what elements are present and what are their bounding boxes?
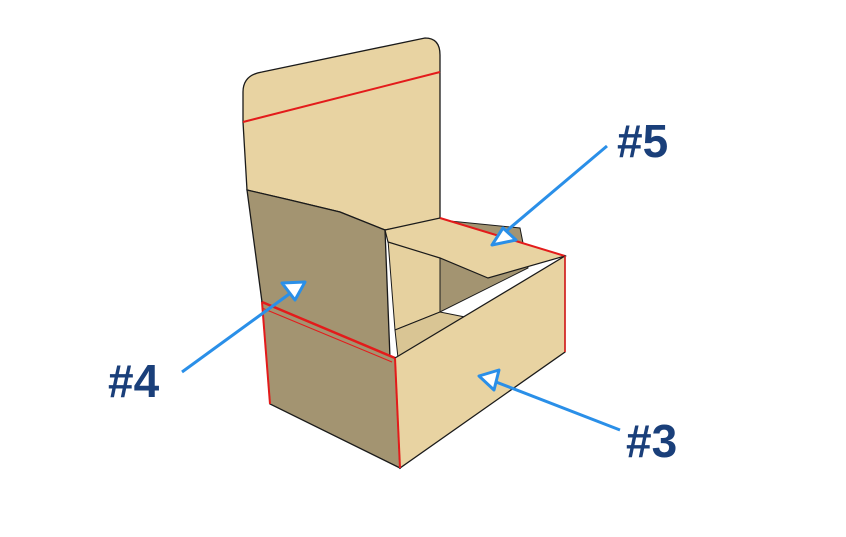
- arrow-4: [181, 280, 307, 374]
- label-number-3: #3: [626, 415, 678, 467]
- lid-crease-line: [242, 71, 441, 123]
- side-crease-line: [261, 300, 396, 360]
- front-vertical-crease: [394, 357, 401, 469]
- label-number-5: #5: [617, 115, 669, 167]
- side-edge-line: [261, 301, 271, 405]
- label-number-4: #4: [108, 355, 160, 407]
- arrow-3: [477, 368, 621, 432]
- side-crease-line-2: [261, 307, 393, 363]
- arrow-5: [490, 144, 608, 247]
